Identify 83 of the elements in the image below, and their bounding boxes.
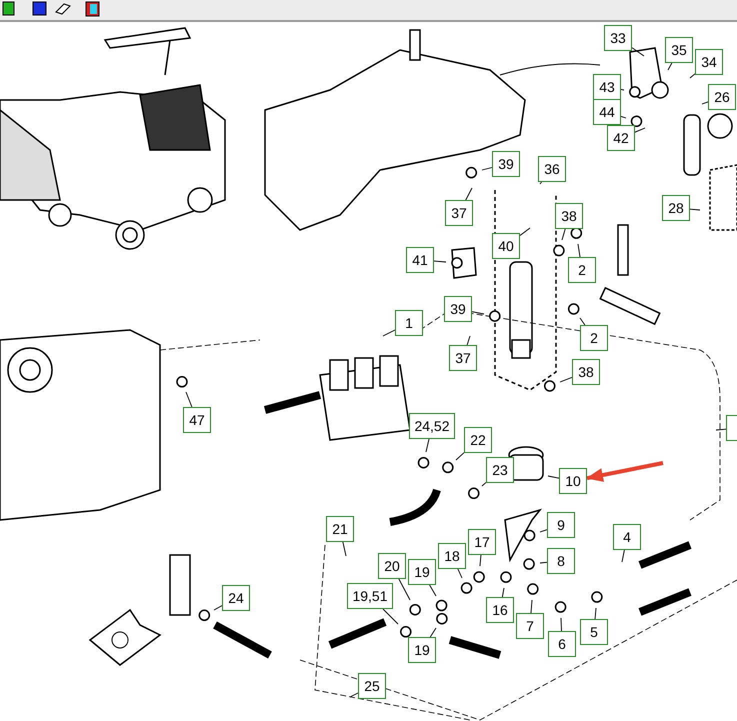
leader-line <box>634 128 646 133</box>
callout-number: 8 <box>547 548 575 574</box>
callout-number: 39 <box>492 151 520 177</box>
callout-number: 23 <box>486 457 514 483</box>
leader-line <box>186 392 192 408</box>
leader-line <box>480 554 482 566</box>
callout-number: 38 <box>572 359 600 385</box>
callout-number: 42 <box>607 125 635 151</box>
callout-number: 33 <box>604 25 632 51</box>
callout-number: 25 <box>358 673 386 699</box>
callout-number: 19 <box>408 559 436 585</box>
leader-line <box>520 228 530 236</box>
leader-line <box>702 101 708 104</box>
callout-number: 41 <box>406 247 434 273</box>
leader-line <box>214 605 222 610</box>
callout-number: 9 <box>547 512 575 538</box>
leader-line <box>690 208 700 210</box>
callout-number: 5 <box>580 619 608 645</box>
callout-number: 24,52 <box>409 413 455 439</box>
callout-number: 2 <box>568 257 596 283</box>
leader-line <box>668 62 672 70</box>
leader-line <box>430 628 436 638</box>
leader-line <box>548 476 560 479</box>
callout-number: 28 <box>662 195 690 221</box>
leader-line <box>466 336 470 346</box>
callout-number: 40 <box>492 233 520 259</box>
leader-line <box>560 618 562 632</box>
callout-number: 1 <box>395 310 423 336</box>
leader-line <box>426 438 430 452</box>
callout-number: 39 <box>444 296 472 322</box>
leader-line <box>620 116 626 118</box>
callout-number: 34 <box>695 49 723 75</box>
callout-number: 4 <box>613 524 641 550</box>
callout-number: 18 <box>438 543 466 569</box>
callout-number: 21 <box>326 516 354 542</box>
callout-number: 19 <box>408 637 436 663</box>
leader-line <box>562 228 566 240</box>
leader-line <box>620 89 624 90</box>
leader-line <box>398 578 410 600</box>
callout-number: 37 <box>445 200 473 226</box>
leader-line <box>622 550 625 562</box>
leader-line <box>560 376 572 382</box>
leader-line <box>382 330 396 336</box>
callout-number: 47 <box>183 407 211 433</box>
leader-line <box>580 318 586 326</box>
leader-line <box>350 692 358 698</box>
leader-line <box>540 562 548 564</box>
leader-line <box>342 542 346 556</box>
callout-number: 36 <box>538 156 566 182</box>
leader-line <box>502 588 504 598</box>
leader-line <box>716 428 726 430</box>
callout-number: 6 <box>548 631 576 657</box>
leader-line <box>482 482 486 486</box>
callout-number: 19,51 <box>347 583 393 609</box>
leader-line <box>482 167 492 170</box>
callout-number: 37 <box>449 345 477 371</box>
callout-number: 24 <box>222 585 250 611</box>
leader-line <box>632 47 644 56</box>
leader-line <box>594 608 596 620</box>
callout-number: 10 <box>559 468 587 494</box>
leader-line <box>472 311 484 314</box>
callout-number: 35 <box>665 37 693 63</box>
leader-line <box>540 182 542 184</box>
callout-number: 7 <box>516 613 544 639</box>
callout-number: 20 <box>378 553 406 579</box>
leader-line <box>530 600 532 614</box>
leader-line <box>456 452 464 460</box>
callout-number: 22 <box>464 427 492 453</box>
callout-number: 17 <box>468 529 496 555</box>
leader-line <box>465 188 472 200</box>
callout-number: 16 <box>486 597 514 623</box>
leader-line <box>457 568 462 578</box>
callout-number: 44 <box>593 99 621 125</box>
leader-line <box>690 73 696 78</box>
leader-line <box>434 260 446 262</box>
leader-line <box>429 584 436 596</box>
callout-number: 26 <box>708 84 736 110</box>
callout-number: 38 <box>555 203 583 229</box>
callout-number: 43 <box>593 74 621 100</box>
arrow <box>586 461 664 482</box>
leader-line <box>578 244 580 258</box>
callout-number: 2 <box>580 325 608 351</box>
leader-line <box>382 608 398 624</box>
